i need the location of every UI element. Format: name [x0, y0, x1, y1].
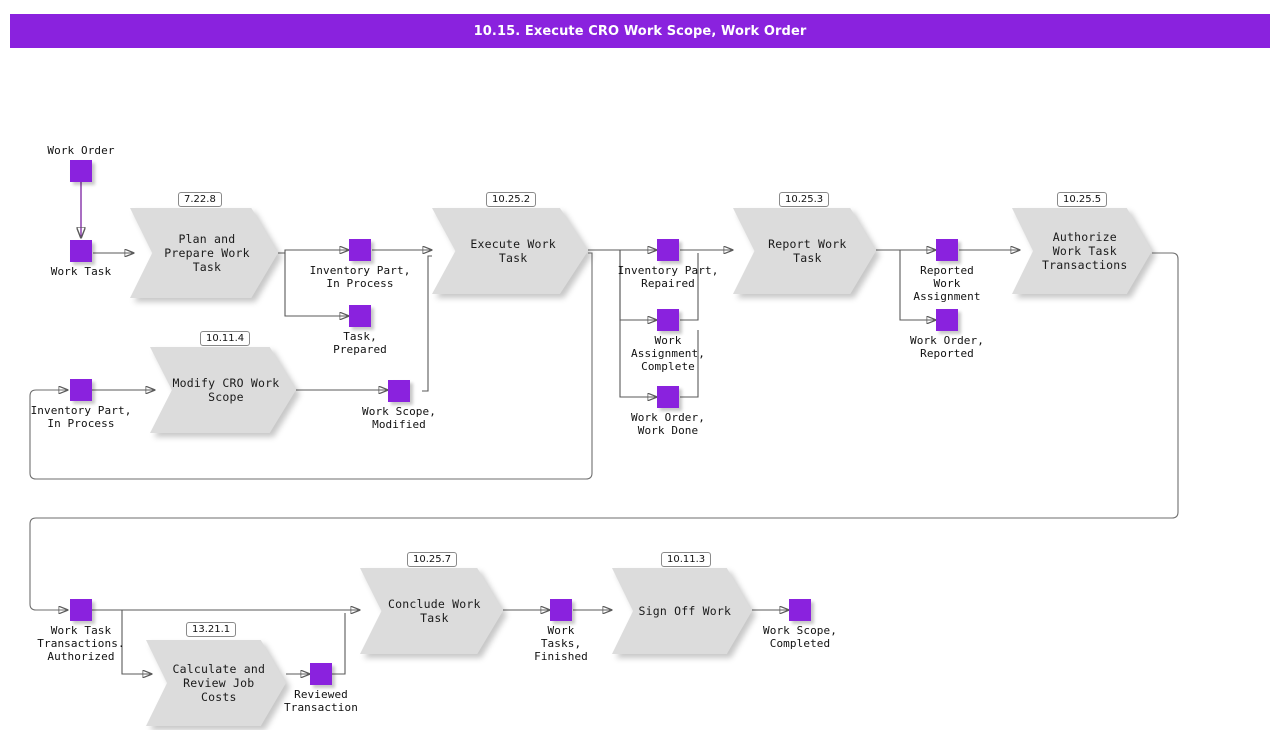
node-label: Work Order, Work Done — [631, 411, 705, 437]
wire-reviewed-transaction-to-conclude — [332, 613, 346, 675]
node-label: Work Order, Reported — [910, 334, 984, 360]
node-label: Work Order — [47, 144, 115, 157]
node-work-order[interactable]: Work Order — [47, 144, 115, 182]
state-square — [349, 239, 371, 261]
node-label: Work Tasks, Finished — [534, 624, 588, 663]
chevron-shape — [130, 208, 278, 298]
state-square — [550, 599, 572, 621]
chevron-shape — [733, 208, 876, 294]
node-label: Work Scope, Completed — [763, 624, 837, 650]
activity-label: Calculate and Review Job Costs — [172, 662, 266, 704]
node-label: Reviewed Transaction — [284, 688, 358, 714]
badge-conclude-work-task: 10.25.7 — [407, 552, 458, 567]
node-task-prepared[interactable]: Task, Prepared — [333, 305, 387, 356]
state-square — [936, 239, 958, 261]
chevron-shape — [146, 640, 286, 726]
state-square — [70, 599, 92, 621]
state-square — [70, 240, 92, 262]
activity-label: Authorize Work Task Transactions — [1042, 230, 1128, 272]
state-square — [936, 309, 958, 331]
page-title-bar: 10.15. Execute CRO Work Scope, Work Orde… — [10, 14, 1270, 48]
activity-modify-cro-work-scope[interactable]: Modify CRO Work Scope — [150, 347, 296, 433]
node-work-order-reported[interactable]: Work Order, Reported — [910, 309, 984, 360]
node-label: Inventory Part, Repaired — [617, 264, 719, 290]
badge-authorize-work-task-transactions: 10.25.5 — [1057, 192, 1108, 207]
page-title: 10.15. Execute CRO Work Scope, Work Orde… — [473, 23, 807, 39]
badge-calculate-and-review-job-costs: 13.21.1 — [186, 622, 237, 637]
node-label: Inventory Part, In Process — [30, 404, 132, 430]
activity-plan-and-prepare-work-task[interactable]: Plan and Prepare Work Task — [130, 208, 278, 298]
node-work-tasks-finished[interactable]: Work Tasks, Finished — [534, 599, 588, 663]
node-work-assignment-complete[interactable]: Work Assignment, Complete — [631, 309, 705, 373]
chevron-shape — [432, 208, 588, 294]
wire-authorize-to-work-task-transactions — [29, 252, 1179, 610]
chevron-shape — [150, 347, 296, 433]
state-square — [657, 309, 679, 331]
activity-conclude-work-task[interactable]: Conclude Work Task — [360, 568, 503, 654]
activity-label: Plan and Prepare Work Task — [164, 232, 250, 274]
node-work-scope-completed[interactable]: Work Scope, Completed — [763, 599, 837, 650]
activity-label: Execute Work Task — [470, 237, 556, 265]
wire-execute-to-work-order-work-done — [619, 250, 657, 397]
wire-plan-to-inventory-part — [278, 250, 349, 253]
activity-report-work-task[interactable]: Report Work Task — [733, 208, 876, 294]
state-square — [70, 379, 92, 401]
state-square — [789, 599, 811, 621]
activity-label: Conclude Work Task — [388, 597, 481, 625]
node-label: Task, Prepared — [333, 330, 387, 356]
wire-plan-to-task-prepared — [284, 253, 349, 316]
state-square — [657, 386, 679, 408]
node-label: Reported Work Assignment — [913, 264, 981, 303]
state-square — [388, 380, 410, 402]
activity-label: Modify CRO Work Scope — [172, 376, 280, 404]
node-label: Work Assignment, Complete — [631, 334, 705, 373]
wire-work-order-done-to-report — [680, 330, 699, 398]
badge-modify-cro-work-scope: 10.11.4 — [200, 331, 251, 346]
activity-sign-off-work[interactable]: Sign Off Work — [612, 568, 752, 654]
state-square — [310, 663, 332, 685]
chevron-shape — [360, 568, 503, 654]
badge-report-work-task: 10.25.3 — [779, 192, 830, 207]
badge-plan-and-prepare-work-task: 7.22.8 — [178, 192, 222, 207]
node-inventory-part-repaired[interactable]: Inventory Part, Repaired — [618, 239, 718, 290]
wire-report-to-work-order-reported — [899, 250, 936, 320]
chevron-shape — [612, 568, 752, 654]
wire-transactions-to-calculate — [121, 610, 152, 674]
state-square — [349, 305, 371, 327]
node-reported-work-assignment[interactable]: Reported Work Assignment — [913, 239, 981, 303]
node-work-scope-modified[interactable]: Work Scope, Modified — [362, 380, 436, 431]
state-square — [657, 239, 679, 261]
node-inventory-part-in-process-top[interactable]: Inventory Part, In Process — [310, 239, 410, 290]
wire-execute-feedback-to-inventory-left — [29, 252, 593, 480]
wire-work-assignment-to-report — [680, 253, 699, 321]
node-inventory-part-in-process-left[interactable]: Inventory Part, In Process — [31, 379, 131, 430]
node-label: Inventory Part, In Process — [309, 264, 411, 290]
node-label: Work Scope, Modified — [362, 405, 436, 431]
node-label: Work Task Transactions. Authorized — [37, 624, 125, 663]
chevron-shape — [1012, 208, 1152, 294]
node-work-task[interactable]: Work Task — [51, 240, 111, 278]
badge-execute-work-task: 10.25.2 — [486, 192, 537, 207]
activity-authorize-work-task-transactions[interactable]: Authorize Work Task Transactions — [1012, 208, 1152, 294]
node-reviewed-transaction[interactable]: Reviewed Transaction — [284, 663, 358, 714]
activity-calculate-and-review-job-costs[interactable]: Calculate and Review Job Costs — [146, 640, 286, 726]
node-work-task-transactions-authorized[interactable]: Work Task Transactions. Authorized — [37, 599, 125, 663]
activity-label: Sign Off Work — [638, 604, 732, 618]
wire-work-scope-modified-to-execute — [422, 255, 432, 392]
node-work-order-work-done[interactable]: Work Order, Work Done — [631, 386, 705, 437]
state-square — [70, 160, 92, 182]
activity-execute-work-task[interactable]: Execute Work Task — [432, 208, 588, 294]
badge-sign-off-work: 10.11.3 — [661, 552, 712, 567]
node-label: Work Task — [50, 265, 112, 278]
activity-label: Report Work Task — [768, 237, 847, 265]
